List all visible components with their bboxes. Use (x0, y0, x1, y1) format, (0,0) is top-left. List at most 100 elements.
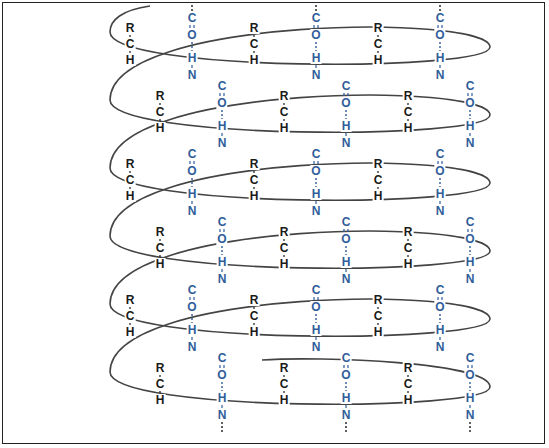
atom-label: C (217, 80, 228, 92)
bond-line (345, 133, 346, 136)
atom-label: O (340, 233, 351, 245)
atom-label: H (311, 188, 322, 200)
bond-line (471, 365, 472, 368)
atom-label: R (125, 294, 136, 306)
bond-line (407, 119, 408, 121)
bond-line (407, 391, 408, 393)
atom-label: C (373, 310, 384, 322)
atom-label: N (435, 69, 446, 81)
atom-label: N (311, 69, 322, 81)
atom-label: O (186, 301, 197, 313)
bond-line (253, 35, 254, 37)
atom-label: H (435, 52, 446, 64)
bond-line (467, 93, 468, 96)
bond-line (191, 65, 192, 68)
hydrogen-bond (469, 246, 470, 255)
atom-label: O (340, 369, 351, 381)
atom-label: C (403, 242, 414, 254)
bond-line (469, 133, 470, 136)
bond-line (441, 297, 442, 300)
atom-label: C (435, 148, 446, 160)
atom-label: O (464, 369, 475, 381)
atom-label: O (434, 29, 445, 41)
bond-line (159, 255, 160, 257)
hydrogen-bond (345, 382, 346, 391)
atom-label: H (279, 394, 290, 406)
bond-line (189, 25, 190, 28)
hydrogen-bond (221, 422, 222, 433)
bond-line (347, 365, 348, 368)
bond-line (317, 25, 318, 28)
bond-line (253, 51, 254, 53)
atom-label: C (125, 174, 136, 186)
bond-line (315, 201, 316, 204)
bond-line (159, 119, 160, 121)
bond-line (159, 391, 160, 393)
atom-label: H (125, 326, 136, 338)
bond-line (193, 161, 194, 164)
bond-line (159, 375, 160, 377)
atom-label: C (155, 242, 166, 254)
atom-label: R (279, 226, 290, 238)
atom-label: C (403, 106, 414, 118)
bond-line (441, 25, 442, 28)
atom-label: R (249, 158, 260, 170)
atom-label: C (311, 12, 322, 24)
bond-line (221, 269, 222, 272)
atom-label: H (403, 258, 414, 270)
atom-label: C (249, 38, 260, 50)
bond-line (253, 171, 254, 173)
atom-label: H (249, 54, 260, 66)
atom-label: H (155, 122, 166, 134)
bond-line (377, 187, 378, 189)
bond-line (467, 365, 468, 368)
bond-line (437, 297, 438, 300)
atom-label: C (125, 310, 136, 322)
bond-line (223, 229, 224, 232)
bond-line (439, 65, 440, 68)
bond-line (377, 35, 378, 37)
atom-label: H (465, 120, 476, 132)
bond-line (253, 187, 254, 189)
atom-label: H (403, 122, 414, 134)
bond-line (129, 187, 130, 189)
atom-label: C (187, 284, 198, 296)
bond-line (129, 323, 130, 325)
hydrogen-bond (439, 314, 440, 323)
bond-line (193, 297, 194, 300)
atom-label: C (435, 284, 446, 296)
bond-line (407, 375, 408, 377)
atom-label: C (125, 38, 136, 50)
atom-label: N (187, 341, 198, 353)
bond-line (347, 93, 348, 96)
bond-line (439, 201, 440, 204)
atom-label: C (311, 284, 322, 296)
bond-line (343, 365, 344, 368)
bond-line (343, 229, 344, 232)
bond-line (345, 269, 346, 272)
bond-line (377, 323, 378, 325)
atom-label: N (465, 137, 476, 149)
atom-label: H (311, 52, 322, 64)
bond-line (193, 25, 194, 28)
atom-label: R (249, 22, 260, 34)
atom-label: R (125, 158, 136, 170)
bond-line (189, 297, 190, 300)
bond-line (377, 171, 378, 173)
atom-label: H (465, 256, 476, 268)
atom-label: C (279, 242, 290, 254)
atom-label: O (216, 233, 227, 245)
hydrogen-bond (345, 246, 346, 255)
bond-line (469, 269, 470, 272)
bond-line (253, 307, 254, 309)
atom-label: O (340, 97, 351, 109)
atom-label: O (464, 233, 475, 245)
atom-label: N (311, 341, 322, 353)
bond-line (129, 171, 130, 173)
atom-label: R (249, 294, 260, 306)
bond-line (253, 323, 254, 325)
atom-label: R (155, 90, 166, 102)
hydrogen-bond (191, 42, 192, 51)
bond-line (129, 51, 130, 53)
